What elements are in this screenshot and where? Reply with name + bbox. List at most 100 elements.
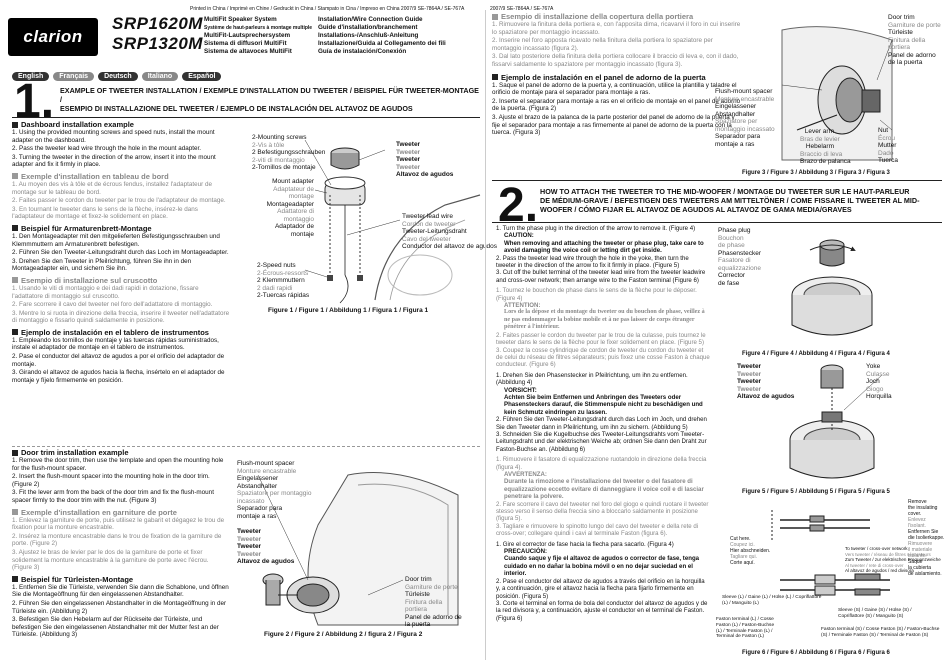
- section-1-title-line1: EXAMPLE OF TWEETER INSTALLATION / EXEMPL…: [60, 86, 479, 104]
- door-instructions: Door trim installation example 1. Remove…: [12, 448, 230, 640]
- en-step3: 3. Cut off the bullet terminal of the tw…: [496, 269, 706, 284]
- figure-1-illustration: [304, 139, 481, 304]
- de-caution-text: Achten Sie beim Entfernen und Anbringen …: [504, 393, 703, 416]
- dash-it-step1: 1. Usando le viti di montaggio e dei dad…: [12, 284, 199, 300]
- figure-4-illustration: [791, 239, 873, 336]
- door-es-step1: 1. Saque el panel de adorno de la puerta…: [492, 81, 737, 97]
- fig6-sleeve-s: Sleeve (S) / Gaine (S) / Hülse (S) / Cop…: [838, 608, 912, 619]
- en-step1: 1. Turn the phase plug in the direction …: [496, 225, 696, 232]
- dash-it-step3: 3. Mentre lo si ruota in direzione della…: [12, 309, 230, 325]
- section-1-title: EXAMPLE OF TWEETER INSTALLATION / EXEMPL…: [60, 86, 480, 113]
- door-it-step1: 1. Rimuovere la finitura della portiera …: [492, 21, 741, 36]
- lang-italiano: Italiano: [141, 72, 179, 81]
- es-step3: 3. Corte el terminal en forma de bola de…: [496, 599, 708, 622]
- de-step2: 2. Führen Sie den Tweeter-Leitungsdraht …: [496, 416, 707, 431]
- section-2-title-line2: DE MÉDIUM-GRAVE / BEFESTIGEN DES TWEETER…: [540, 196, 920, 205]
- product-name-it: Sistema di diffusori MultiFit: [204, 40, 287, 47]
- fig6-cut-label: Cut here. Coupez ici. Hier abschneiden. …: [730, 536, 771, 566]
- figure-6-caption: Figure 6 / Figure 6 / Abbildung 6 / Figu…: [742, 650, 890, 656]
- guide-name-fr: Guide d'installation/branchement: [318, 24, 418, 31]
- fig2-door-label: Door trim Garniture de porte Türleiste F…: [405, 576, 462, 628]
- fig2-spacer-label: Flush-mount spacer Monture encastrable E…: [237, 460, 312, 520]
- lang-deutsch: Deutsch: [98, 72, 138, 81]
- door-en-step3: 3. Fit the lever arm from the back of th…: [12, 489, 214, 504]
- dashboard-instructions: Dashboard installation example 1. Using …: [12, 120, 230, 385]
- de-step1: 1. Drehen Sie den Phasenstecker in Pfeil…: [496, 371, 688, 387]
- section-2-rule-top: [492, 180, 942, 181]
- page-divider: [485, 10, 486, 660]
- fig3-spacer-label: Flush-mount spacer Monture encastrable E…: [715, 88, 775, 148]
- door-it-step3: 3. Dal lato posteriore della finitura de…: [492, 53, 739, 68]
- door-it-heading: Esempio di installazione della copertura…: [492, 12, 742, 21]
- figure-2-illustration: [257, 472, 459, 626]
- figure-3-illustration: [781, 26, 893, 161]
- section-2-title-line3: WOOFER / CÓMO FIJAR EL ALTAVOZ DE AGUDOS…: [540, 205, 852, 214]
- fig3-door-label: Door trim Garniture de porte Türleiste F…: [888, 14, 941, 66]
- dash-fr-heading: Exemple d'installation en tableau de bor…: [12, 172, 230, 181]
- fig6-to-tweeter-label: To tweeter / cross-over network Vers twe…: [845, 546, 941, 573]
- door-de-step3: 3. Befestigen Sie den Hebelarm auf der R…: [12, 616, 219, 639]
- fr-step1: 1. Tournez le bouchon de phase dans le s…: [496, 287, 697, 302]
- product-name-fr: Système de haut-parleurs à montage multi…: [204, 25, 313, 31]
- section-1-title-line2: ESEMPIO DI INSTALLAZIONE DEL TWEETER / E…: [60, 104, 413, 113]
- dash-fr-step1: 1. Au moyen des vis à tôle et de écrous …: [12, 180, 213, 196]
- fig3-lever-label: Lever arm Bras de levier Hebelarm Bracci…: [800, 128, 851, 165]
- dash-it-heading: Esempio di installazione sul cruscotto: [12, 276, 230, 285]
- dash-de-step3: 3. Drehen Sie den Tweeter in Pfeilrichtu…: [12, 257, 192, 273]
- guide-name-en: Installation/Wire Connection Guide: [318, 16, 423, 23]
- section-2-title-line1: HOW TO ATTACH THE TWEETER TO THE MID-WOO…: [540, 187, 910, 196]
- fig3-nut-label: Nut Écrou Mutter Dado Tuerca: [878, 127, 898, 164]
- figure-5-illustration: [789, 364, 883, 479]
- fig1-adapter-label: Mount adapter Adaptateur de montage Mont…: [266, 178, 314, 238]
- guide-name-de: Installations-/Anschluß-Anleitung: [318, 32, 419, 39]
- section-2-number: 2.: [498, 179, 539, 232]
- fr-caution-text: Lors de la dépose et du montage du tweet…: [504, 309, 705, 331]
- model-1: SRP1620M: [112, 14, 203, 33]
- dash-es-step1: 1. Empleando los tornillos de montaje y …: [12, 336, 219, 352]
- door-de-heading: Beispiel für Türleisten-Montage: [12, 575, 230, 584]
- figure-4-caption: Figure 4 / Figure 4 / Abbildung 4 / Figu…: [742, 351, 890, 357]
- es-caution-text: Cuando saque y fije el altavoz de agudos…: [504, 555, 700, 578]
- fig1-tweeter-label: Tweeter Tweeter Tweeter Tweeter Altavoz …: [396, 141, 454, 178]
- door-es-heading: Ejemplo de instalación en el panel de ad…: [492, 73, 742, 82]
- dash-de-heading: Beispiel für Armaturenbrett-Montage: [12, 224, 230, 233]
- dash-en-step1: 1. Using the provided mounting screws an…: [12, 129, 215, 144]
- en-step2: 2. Pass the tweeter lead wire through th…: [496, 254, 689, 270]
- section-2-title: HOW TO ATTACH THE TWEETER TO THE MID-WOO…: [540, 187, 945, 214]
- product-name-en: MultiFit Speaker System: [204, 16, 277, 23]
- product-name-es: Sistema de altavoces MultiFit: [204, 48, 292, 55]
- door-es-step2: 2. Inserte el separador para montaje a r…: [492, 97, 741, 113]
- it-step2: 2. Fare scorrere il cavo del tweeter nel…: [496, 500, 709, 523]
- door-fr-heading: Exemple d'installation en garniture de p…: [12, 508, 230, 517]
- fig1-screws-label: 2-Mounting screws 2-Vis à tôle 2 Befesti…: [252, 134, 326, 171]
- en-caution-title: CAUTION:: [504, 232, 534, 240]
- es-step1: 1. Gire el corrector de fase hacia la fl…: [496, 540, 674, 548]
- bullet-square: [12, 121, 18, 128]
- de-step3: 3. Schneiden Sie die Kugelbuchse des Twe…: [496, 430, 707, 453]
- door-de-step2: 2. Führen Sie den eingelassenen Abstandh…: [12, 599, 227, 615]
- guide-name-it: Installazione/Guida al Collegamento dei …: [318, 40, 446, 47]
- es-step2: 2. Pase el conductor del altavoz de agud…: [496, 577, 705, 600]
- dash-es-step3: 3. Girando el altavoz de agudos hacia la…: [12, 369, 225, 384]
- it-caution-text: Durante la rimozione e l'installazione d…: [504, 478, 704, 501]
- section-2-rule: [492, 222, 942, 223]
- product-name-de: MultiFit-Lautsprechersystem: [204, 32, 291, 39]
- it-step3: 3. Tagliare e rimuovere lo spinotto lung…: [496, 522, 699, 538]
- fig5-tweeter-label: Tweeter Tweeter Tweeter Tweeter Altavoz …: [737, 363, 795, 400]
- door-fr-step2: 2. Insérez la monture encastrable dans l…: [12, 532, 222, 548]
- section-1-rule: [12, 117, 480, 118]
- figure-1-caption: Figure 1 / Figure 1 / Abbildung 1 / Figu…: [268, 307, 429, 314]
- dash-it-step2: 2. Fare scorrere il cavo del tweeter nel…: [12, 301, 213, 309]
- door-de-step1: 1. Entfernen Sie die Türleiste, verwende…: [12, 583, 229, 599]
- door-fr-step3: 3. Ajustez le bras de levier par le dos …: [12, 548, 209, 572]
- fig6-remove-label: Remove the insulating cover. Enlevez l'i…: [908, 499, 945, 577]
- it-caution-title: AVVERTENZA:: [504, 471, 547, 478]
- dash-fr-step3: 3. En tournant le tweeter dans le sens d…: [12, 205, 198, 221]
- product-names: MultiFit Speaker System Système de haut-…: [204, 16, 319, 56]
- fig1-nuts-label: 2-Speed nuts 2-Écrous-ressorts 2 Klemmmu…: [257, 262, 310, 299]
- model-numbers: SRP1620M SRP1320M: [112, 14, 203, 54]
- fr-step2: 2. Faites passer le cordon du tweeter pa…: [496, 331, 706, 347]
- es-caution-title: PRECAUCIÓN:: [504, 548, 547, 556]
- door-es-step3: 3. Ajuste el brazo de la palanca de la p…: [492, 113, 735, 137]
